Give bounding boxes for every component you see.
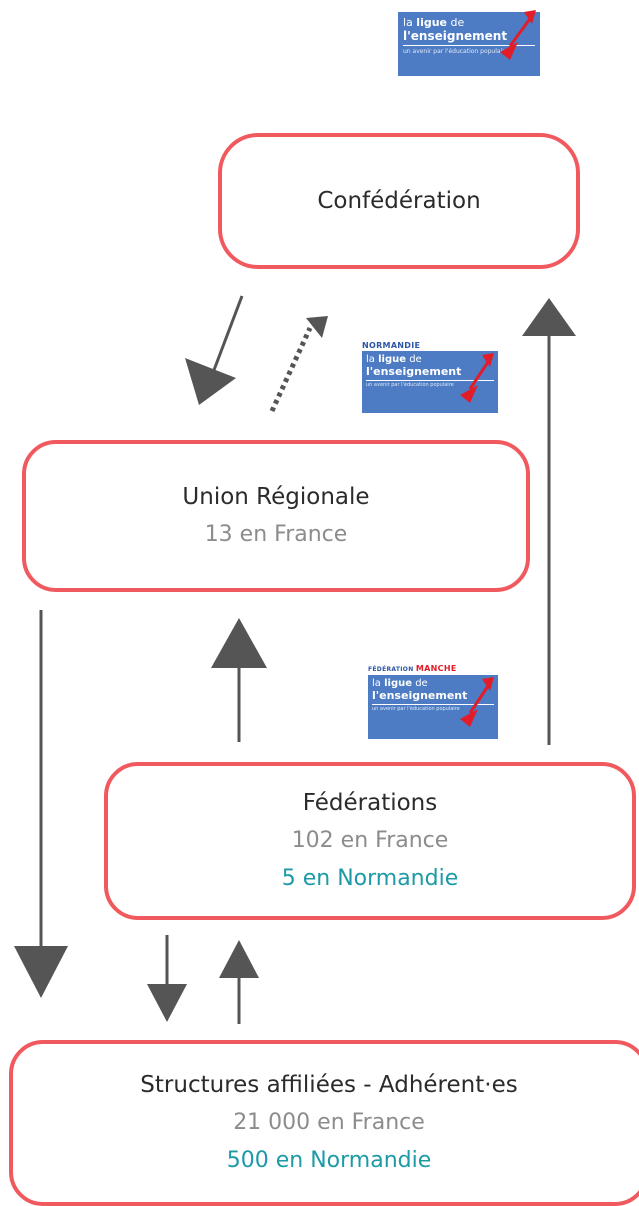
ligue-normandie-logo: NORMANDIE la ligue de l'enseignement un …: [362, 341, 498, 413]
logo-line1: la ligue de: [403, 16, 465, 29]
node-confederation: Confédération: [218, 133, 580, 269]
arrow-fed-to-conf: [522, 298, 576, 745]
node-title: Union Régionale: [182, 484, 370, 510]
ligue-manche-logo: FÉDÉRATION MANCHE la ligue de l'enseigne…: [368, 664, 498, 739]
arrow-union-to-structures: [14, 610, 68, 998]
arrow-conf-to-union: [185, 295, 244, 405]
logo-line2: l'enseignement: [372, 689, 468, 702]
logo-federation-tag: FÉDÉRATION MANCHE: [368, 664, 457, 673]
logo-line1: la ligue de: [366, 354, 422, 365]
logo-line2: l'enseignement: [366, 365, 462, 378]
node-count-france: 21 000 en France: [233, 1110, 425, 1135]
node-title: Fédérations: [302, 790, 438, 816]
node-count-france: 102 en France: [291, 828, 449, 853]
node-count-france: 13 en France: [204, 522, 348, 547]
red-arrow-mark-icon: [460, 677, 494, 727]
node-count-normandie: 500 en Normandie: [226, 1148, 432, 1173]
node-title: Confédération: [317, 188, 481, 214]
arrow-fed-to-union: [211, 618, 267, 742]
logo-region-tag: NORMANDIE: [362, 341, 421, 350]
node-federations: Fédérations 102 en France 5 en Normandie: [104, 762, 636, 920]
arrow-fed-to-structures: [147, 935, 187, 1022]
red-arrow-mark-icon: [500, 10, 536, 60]
logo-box: la ligue de l'enseignement un avenir par…: [398, 10, 540, 76]
logo-box: la ligue de l'enseignement un avenir par…: [362, 351, 498, 413]
ligue-enseignement-logo: la ligue de l'enseignement un avenir par…: [398, 10, 540, 76]
logo-tagline: un avenir par l'éducation populaire: [372, 706, 460, 712]
logo-line1: la ligue de: [372, 678, 428, 689]
arrow-union-to-conf-dotted: [269, 316, 328, 413]
node-count-normandie: 5 en Normandie: [281, 866, 459, 891]
logo-box: la ligue de l'enseignement un avenir par…: [368, 675, 498, 739]
arrow-structures-to-fed: [219, 940, 259, 1024]
logo-tagline: un avenir par l'éducation populaire: [403, 48, 509, 55]
node-union-regionale: Union Régionale 13 en France: [22, 440, 530, 592]
logo-tagline: un avenir par l'éducation populaire: [366, 382, 454, 388]
node-title: Structures affiliées - Adhérent·es: [140, 1072, 518, 1098]
logo-line2: l'enseignement: [403, 29, 508, 43]
red-arrow-mark-icon: [460, 353, 494, 403]
node-structures-affiliees: Structures affiliées - Adhérent·es 21 00…: [9, 1040, 639, 1206]
